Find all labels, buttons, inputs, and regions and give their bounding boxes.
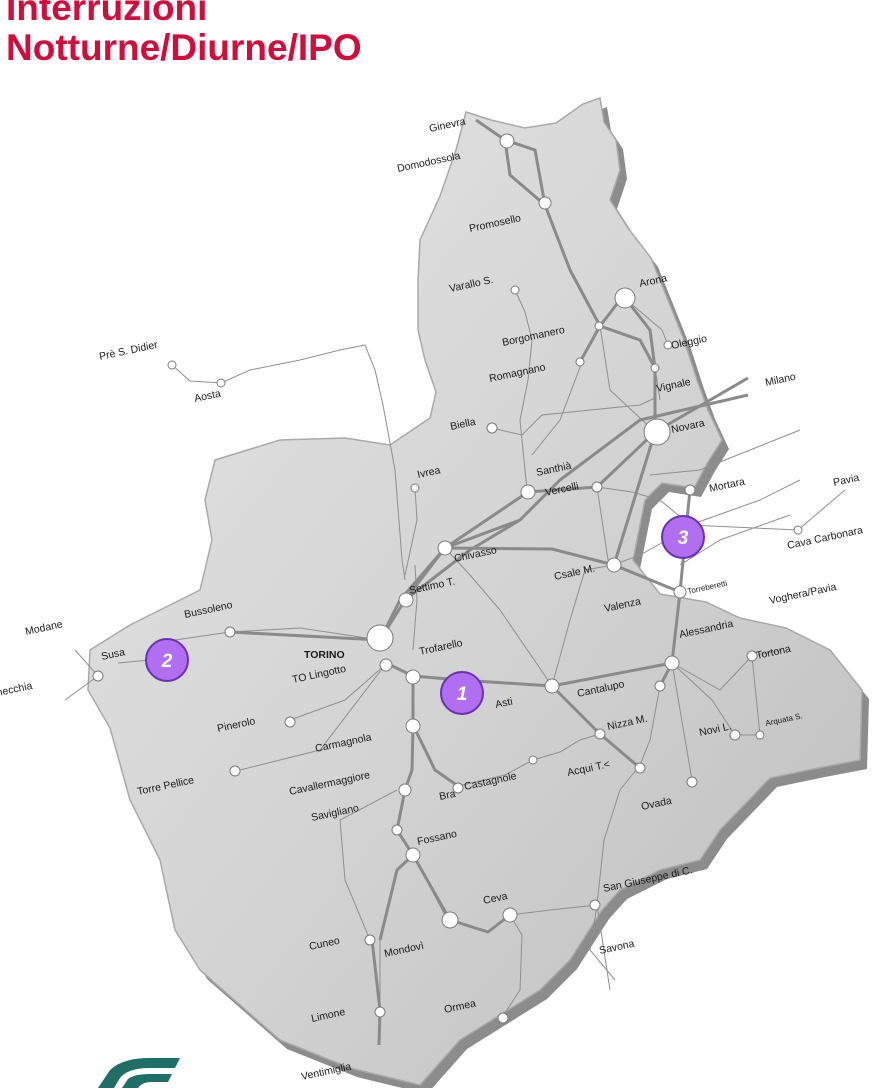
node-arona — [614, 287, 636, 309]
badge-1-number: 1 — [457, 684, 468, 705]
title-line-1: Interruzioni — [6, 0, 208, 28]
node-bra — [452, 782, 464, 794]
node-cava — [793, 525, 803, 535]
node-acqui — [528, 755, 538, 765]
label-pavia: Pavia — [832, 472, 860, 489]
node-domodossola — [499, 133, 515, 149]
node-torino — [366, 624, 394, 652]
label-arona: Arona — [638, 272, 668, 290]
node-oleggio — [663, 340, 673, 350]
node-nizza — [654, 680, 666, 692]
page-title: Interruzioni Notturne/Diurne/IPO — [6, 0, 362, 68]
node-cavallermaggiore — [398, 783, 412, 797]
node-ceva — [502, 907, 518, 923]
label-modane: Modane — [24, 618, 64, 638]
node-castagnole — [594, 728, 606, 740]
station-nodes — [92, 133, 803, 1024]
label-voghera: Voghera/Pavia — [768, 581, 837, 607]
node-mondovi-east — [441, 911, 459, 929]
title-line-2: Notturne/Diurne/IPO — [6, 27, 362, 68]
label-aosta: Aosta — [193, 388, 222, 405]
node-savigliano — [391, 824, 403, 836]
node-chivasso — [437, 540, 453, 556]
node-santhia — [520, 484, 536, 500]
node-novara — [643, 418, 671, 446]
node-tortona — [746, 650, 758, 662]
node-to-lingotto — [379, 658, 393, 672]
label-ivrea: Ivrea — [416, 464, 441, 481]
region-face — [87, 96, 863, 1086]
label-pre-s-didier: Prè S. Didier — [98, 339, 159, 363]
label-ceva: Ceva — [482, 890, 509, 907]
node-torre-pellice — [229, 765, 241, 777]
node-san-giuseppe — [589, 899, 601, 911]
node-novi — [729, 729, 741, 741]
label-milano: Milano — [764, 371, 797, 389]
node-vignale — [650, 363, 660, 373]
node-biella — [486, 422, 498, 434]
label-torino: TORINO — [304, 649, 345, 661]
label-mortara: Mortara — [708, 476, 746, 495]
badge-2[interactable]: 2 — [145, 638, 189, 682]
node-csale — [606, 557, 622, 573]
node-carmagnola — [405, 718, 421, 734]
node-varallo — [510, 285, 520, 295]
node-bussoleno — [224, 626, 236, 638]
node-pinerolo — [284, 716, 296, 728]
label-biella: Biella — [449, 416, 477, 433]
node-limone — [374, 1006, 386, 1018]
label-bardonecchia: Bardonecchia — [0, 680, 34, 705]
label-savona: Savona — [598, 938, 635, 957]
label-susa: Susa — [100, 646, 126, 663]
node-arquata — [755, 730, 765, 740]
node-alessandria — [664, 655, 680, 671]
node-cuneo — [364, 934, 376, 946]
node-ormea — [497, 1012, 509, 1024]
node-ovada — [686, 776, 698, 788]
node-asti — [544, 678, 560, 694]
node-romagnano — [575, 357, 585, 367]
label-bra: Bra — [438, 788, 457, 803]
node-promosello — [538, 196, 552, 210]
label-asti: Asti — [494, 696, 514, 711]
node-torreberetti — [673, 585, 687, 599]
node-aosta — [216, 378, 226, 388]
badge-3-number: 3 — [678, 528, 689, 549]
node-pre-s-didier — [167, 360, 177, 370]
badge-3[interactable]: 3 — [661, 515, 705, 559]
badge-1[interactable]: 1 — [440, 671, 484, 715]
node-mortara — [684, 484, 696, 496]
node-settimo — [398, 592, 414, 608]
label-torreberetti: Torreberetti — [687, 579, 729, 596]
node-vercelli — [591, 481, 603, 493]
badge-2-number: 2 — [161, 651, 173, 672]
node-ivrea — [410, 483, 420, 493]
node-bardonecchia — [92, 670, 104, 682]
rfi-logo — [98, 1058, 180, 1088]
node-acqui2 — [634, 762, 646, 774]
node-borgomanero — [594, 321, 604, 331]
node-fossano — [405, 847, 421, 863]
node-trofarello — [405, 669, 421, 685]
